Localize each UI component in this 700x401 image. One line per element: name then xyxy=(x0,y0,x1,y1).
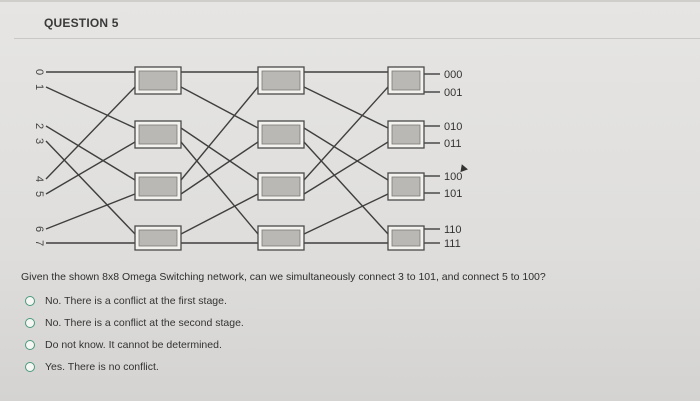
output-label-000: 000 xyxy=(444,69,462,81)
output-label-110: 110 xyxy=(444,224,462,236)
question-title: QUESTION 5 xyxy=(44,16,119,30)
stage2-switches xyxy=(257,66,305,251)
output-lines xyxy=(424,73,440,244)
radio-button-icon[interactable] xyxy=(25,318,35,328)
stage2-to-stage3-lines xyxy=(303,71,389,244)
header-divider xyxy=(14,38,700,39)
radio-button-icon[interactable] xyxy=(25,340,35,350)
option-label: No. There is a conflict at the first sta… xyxy=(45,295,227,307)
output-label-111: 111 xyxy=(444,238,461,250)
input-label-5: 5 xyxy=(33,191,45,197)
input-label-4: 4 xyxy=(33,176,45,182)
input-label-3: 3 xyxy=(33,138,45,144)
output-labels: 000 001 010 011 100 101 110 111 xyxy=(444,69,462,250)
option-label: Do not know. It cannot be determined. xyxy=(45,339,222,351)
top-divider xyxy=(0,0,700,2)
input-labels: 0 1 2 3 4 5 6 7 xyxy=(33,69,45,246)
option-conflict-second-stage[interactable]: No. There is a conflict at the second st… xyxy=(25,312,244,334)
question-text: Given the shown 8x8 Omega Switching netw… xyxy=(21,271,546,283)
option-cannot-determine[interactable]: Do not know. It cannot be determined. xyxy=(25,334,244,356)
option-no-conflict[interactable]: Yes. There is no conflict. xyxy=(25,356,244,378)
output-label-101: 101 xyxy=(444,188,462,200)
input-label-2: 2 xyxy=(33,123,45,129)
stage1-switches xyxy=(134,66,182,251)
stage3-switches xyxy=(387,66,425,251)
omega-network-diagram: 0 1 2 3 4 5 6 7 000 001 010 011 100 101 … xyxy=(33,66,462,251)
output-label-011: 011 xyxy=(444,138,462,150)
input-label-0: 0 xyxy=(33,69,45,75)
answer-options: No. There is a conflict at the first sta… xyxy=(25,290,244,378)
input-label-7: 7 xyxy=(33,240,45,246)
option-conflict-first-stage[interactable]: No. There is a conflict at the first sta… xyxy=(25,290,244,312)
output-label-010: 010 xyxy=(444,121,462,133)
input-lines xyxy=(45,71,136,244)
output-label-001: 001 xyxy=(444,87,462,99)
option-label: No. There is a conflict at the second st… xyxy=(45,317,244,329)
stage1-to-stage2-lines xyxy=(180,71,259,244)
input-label-1: 1 xyxy=(33,84,45,90)
input-label-6: 6 xyxy=(33,226,45,232)
output-label-100: 100 xyxy=(444,171,462,183)
radio-button-icon[interactable] xyxy=(25,296,35,306)
option-label: Yes. There is no conflict. xyxy=(45,361,159,373)
radio-button-icon[interactable] xyxy=(25,362,35,372)
